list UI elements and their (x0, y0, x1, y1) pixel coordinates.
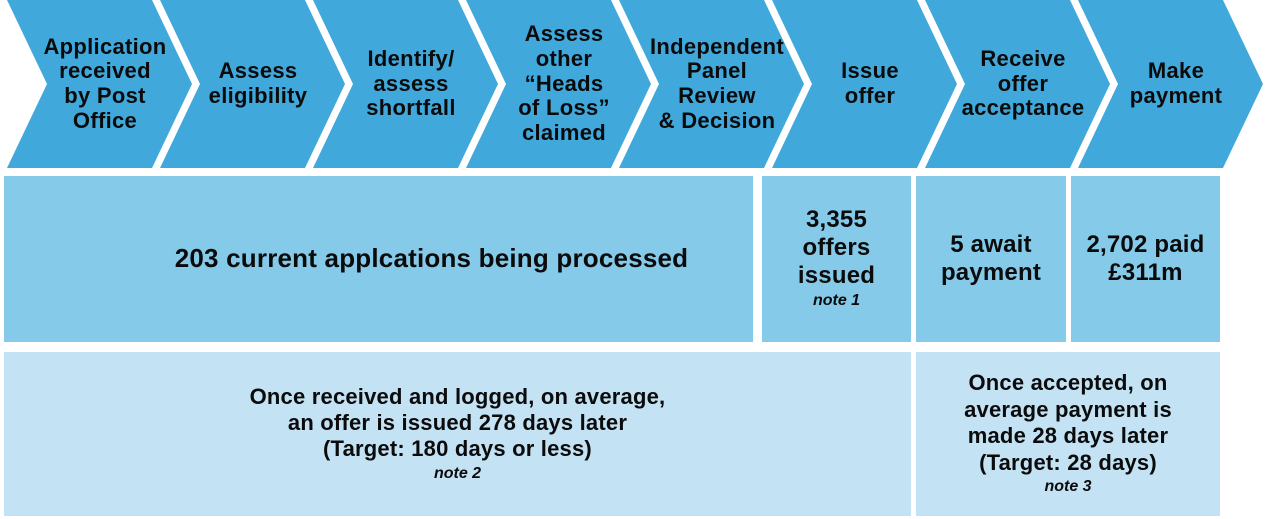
step-label: Identify/ assess shortfall (366, 46, 456, 121)
stat-paid-total-text: 2,702 paid £311m (1086, 231, 1205, 286)
note-3: note 3 (1044, 477, 1092, 495)
stat-offers-issued-text: 3,355 offers issued (797, 206, 876, 290)
step-label: Make payment (1129, 58, 1223, 108)
step-label: Issue offer (841, 58, 899, 108)
step-identify-assess-shortfall: Identify/ assess shortfall (313, 0, 498, 168)
step-label: Application received by Post Office (43, 33, 167, 133)
stat-await-payment-text: 5 await payment (940, 231, 1042, 286)
timing-payment-made: Once accepted, on average payment is mad… (916, 352, 1220, 516)
stat-offers-issued: 3,355 offers issued note 1 (762, 176, 911, 342)
stat-current-applications-text: 203 current applcations being processed (174, 243, 689, 274)
stat-paid-total: 2,702 paid £311m (1071, 176, 1220, 342)
step-label: Assess eligibility (208, 58, 308, 108)
note-2: note 2 (433, 464, 482, 482)
timing-payment-made-text: Once accepted, on average payment is mad… (964, 370, 1172, 475)
step-application-received: Application received by Post Office (7, 0, 192, 168)
note-1: note 1 (812, 291, 861, 309)
process-steps-row: Application received by Post Office Asse… (0, 0, 1263, 168)
stat-await-payment: 5 await payment (916, 176, 1066, 342)
step-label: Assess other “Heads of Loss” claimed (518, 21, 610, 145)
step-label: Receive offer acceptance (961, 46, 1085, 121)
stat-current-applications: 203 current applcations being processed (4, 176, 753, 342)
step-label: Independent Panel Review & Decision (649, 33, 785, 133)
timing-offer-issued: Once received and logged, on average, an… (4, 352, 911, 516)
timing-offer-issued-text: Once received and logged, on average, an… (249, 383, 666, 462)
